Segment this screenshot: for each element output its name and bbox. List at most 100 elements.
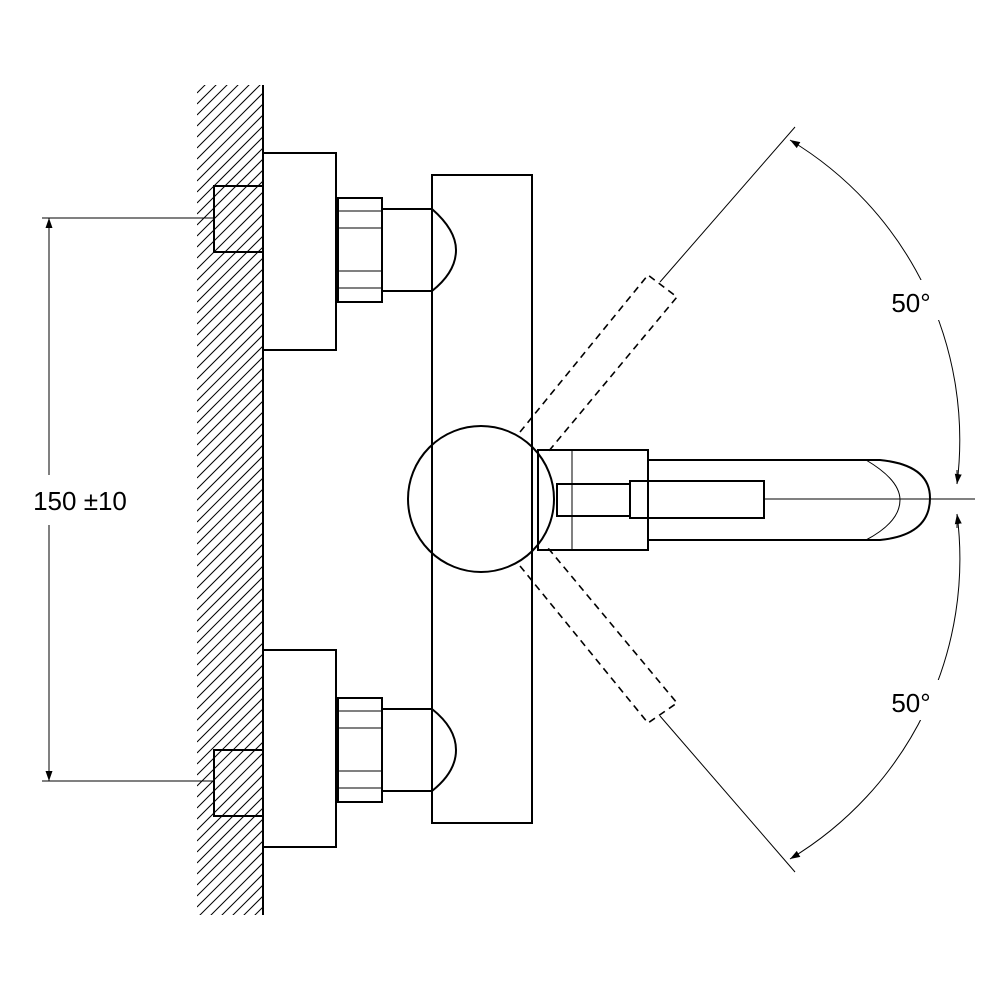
upper-swing-position (519, 273, 679, 453)
hatch-line (197, 620, 263, 688)
hatch-line (197, 85, 217, 105)
hatch-line (197, 367, 263, 435)
hatch-line (197, 85, 228, 116)
upper-hex-nut (337, 197, 383, 303)
spacing-dimension: 150 ±10 (33, 217, 214, 782)
hatch-line (254, 906, 263, 915)
hatch-line (197, 488, 263, 556)
hatch-line (197, 103, 263, 171)
hatch-line (197, 433, 263, 501)
hatch-line (197, 301, 263, 369)
spout-collar (537, 449, 649, 551)
hatch-line (221, 873, 263, 915)
hatch-line (197, 664, 263, 732)
spout-inner-tube (556, 483, 631, 517)
hatch-line (197, 499, 263, 567)
hatch-line (197, 951, 263, 1000)
hatch-line (197, 510, 263, 578)
hatch-line (197, 940, 263, 1000)
hatch-line (197, 653, 263, 721)
hatch-line (197, 268, 263, 336)
hatch-line (197, 741, 263, 809)
hatch-line (197, 213, 263, 281)
hatch-line (197, 224, 263, 292)
upper-wall-plug (213, 185, 264, 253)
hatch-line (197, 543, 263, 611)
spacing-dimension-label: 150 ±10 (33, 486, 127, 516)
hatch-line (197, 92, 263, 160)
hatch-line (197, 609, 263, 677)
hatch-line (197, 191, 263, 259)
hatch-line (197, 345, 263, 413)
hatch-line (197, 323, 263, 391)
hatch-line (197, 752, 263, 820)
hatch-line (199, 851, 263, 915)
hatch-line (197, 125, 263, 193)
spout (537, 449, 975, 551)
hatch-line (197, 631, 263, 699)
hatch-line (197, 532, 263, 600)
hatch-line (197, 290, 263, 358)
hatch-line (197, 257, 263, 325)
hatch-line (197, 818, 263, 886)
upper-escutcheon (262, 152, 337, 351)
hatch-line (197, 763, 263, 831)
hatch-line (197, 411, 263, 479)
hatch-line (210, 862, 263, 915)
hatch-line (197, 85, 239, 127)
hatch-line (197, 697, 263, 765)
hatch-line (197, 587, 263, 655)
hatch-line (197, 730, 263, 798)
hatch-line (197, 400, 263, 468)
hatch-line (197, 477, 263, 545)
hatch-line (197, 334, 263, 402)
hatch-line (197, 235, 263, 303)
hatch-line (197, 147, 263, 215)
hatch-line (197, 246, 263, 314)
hatch-line (197, 136, 263, 204)
hatch-line (197, 444, 263, 512)
upper-eccentric-fitting (382, 208, 458, 292)
lower-hex-nut (337, 697, 383, 803)
hatch-line (197, 984, 263, 1000)
hatch-line (197, 796, 263, 864)
mixer-body (431, 174, 533, 824)
hatch-line (197, 5, 263, 71)
hatch-line (197, 85, 261, 149)
hatch-line (197, 774, 263, 842)
hatch-line (197, 85, 206, 94)
upper-connection (213, 152, 458, 351)
hatch-line (197, 598, 263, 666)
lower-swing-position (519, 547, 679, 725)
hatch-line (197, 929, 263, 995)
hatch-line (197, 466, 263, 534)
hatch-line (197, 356, 263, 424)
hatch-line (197, 918, 263, 984)
spout-pipe (648, 459, 932, 541)
hatch-line (197, 169, 263, 237)
hatch-line (197, 158, 263, 226)
lower-angle-label: 50° (891, 688, 930, 718)
hatch-line (197, 114, 263, 182)
hatch-line (197, 389, 263, 457)
lower-eccentric-fitting (382, 708, 458, 792)
hatch-line (197, 521, 263, 589)
hatch-line (197, 180, 263, 248)
handle-knob (407, 425, 555, 573)
angle-dimension: 50° 50° (659, 126, 962, 873)
hatch-line (197, 202, 263, 270)
hatch-line (197, 378, 263, 446)
spout-aerator (629, 480, 765, 519)
hatch-line (243, 895, 263, 915)
hatch-line (197, 962, 263, 1000)
hatch-line (197, 312, 263, 380)
hatch-line (197, 85, 250, 138)
hatch-line (197, 840, 263, 908)
hatch-line (197, 565, 263, 633)
wall-hatching (197, 5, 263, 1000)
hatch-line (197, 973, 263, 1000)
hatch-line (197, 576, 263, 644)
hatch-line (197, 829, 263, 897)
